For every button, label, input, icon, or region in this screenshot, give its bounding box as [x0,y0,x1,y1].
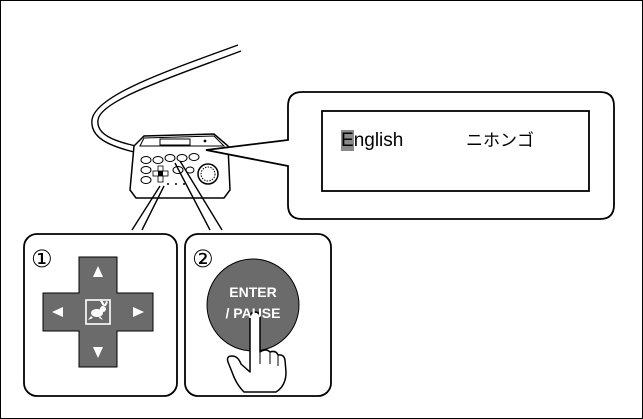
rabbit-icon [88,300,108,320]
enter-button-label-line2: / PAUSE [225,305,281,321]
lcd-english-rest: nglish [353,130,404,151]
step-1-number: ① [31,245,53,273]
lcd-option-english: English [341,130,403,152]
enter-button-label-line1: ENTER [229,284,277,300]
lcd-option-japanese: ニホンゴ [466,131,534,151]
step-2-number: ② [192,245,214,273]
lcd-cursor: E [341,130,354,151]
lcd-screen [321,110,590,192]
pressing-hand-icon [226,311,287,393]
remote-controller [129,133,231,199]
cable [91,44,239,153]
